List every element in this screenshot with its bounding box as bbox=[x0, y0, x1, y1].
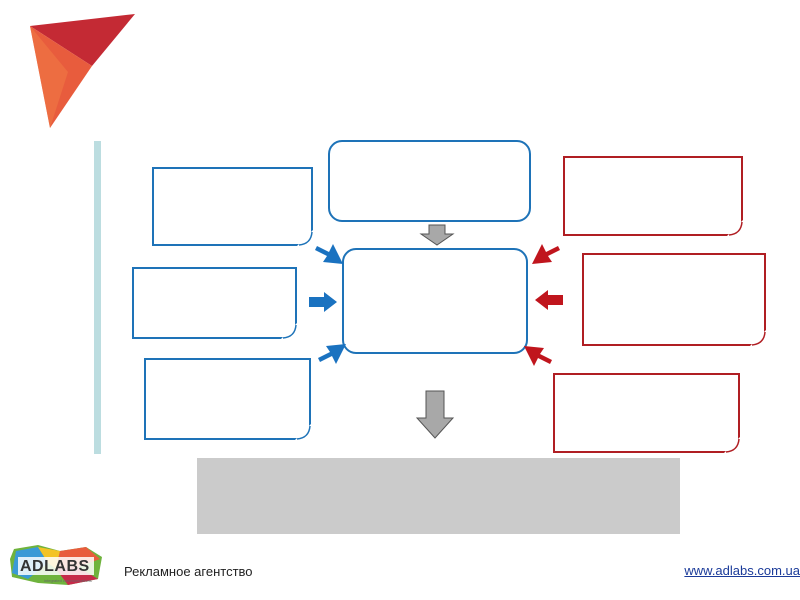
page-curl-icon bbox=[724, 437, 740, 453]
left-note-box-1 bbox=[152, 167, 313, 246]
center-hub-box bbox=[342, 248, 528, 354]
page-curl-icon bbox=[281, 323, 297, 339]
adlabs-logo-subtext: integrated communications bbox=[44, 578, 92, 583]
blue-arrow-icon-lower bbox=[318, 344, 346, 364]
red-arrow-icon-middle bbox=[535, 290, 563, 310]
adlabs-logo-text: ADLABS bbox=[20, 558, 90, 575]
page-curl-icon bbox=[727, 220, 743, 236]
right-note-box-1 bbox=[563, 156, 743, 236]
down-arrow-icon-large bbox=[415, 390, 455, 439]
red-arrow-icon-upper bbox=[532, 244, 560, 264]
right-note-box-2 bbox=[582, 253, 766, 346]
adlabs-logo bbox=[10, 545, 102, 585]
right-note-box-3 bbox=[553, 373, 740, 453]
brand-triangle-logo bbox=[30, 14, 135, 128]
blue-arrow-icon-upper bbox=[315, 244, 343, 264]
left-note-box-2 bbox=[132, 267, 297, 339]
footer-website-link[interactable]: www.adlabs.com.ua bbox=[684, 563, 800, 578]
down-arrow-icon-small bbox=[419, 224, 455, 246]
top-center-box bbox=[328, 140, 531, 222]
page-curl-icon bbox=[297, 230, 313, 246]
summary-gray-box bbox=[197, 458, 680, 534]
page-curl-icon bbox=[750, 330, 766, 346]
left-note-box-3 bbox=[144, 358, 311, 440]
footer-tagline: Рекламное агентство bbox=[124, 564, 253, 579]
page-curl-icon bbox=[295, 424, 311, 440]
red-arrow-icon-lower bbox=[524, 346, 552, 366]
vertical-accent-bar bbox=[94, 141, 101, 454]
blue-arrow-icon-middle bbox=[309, 292, 337, 312]
